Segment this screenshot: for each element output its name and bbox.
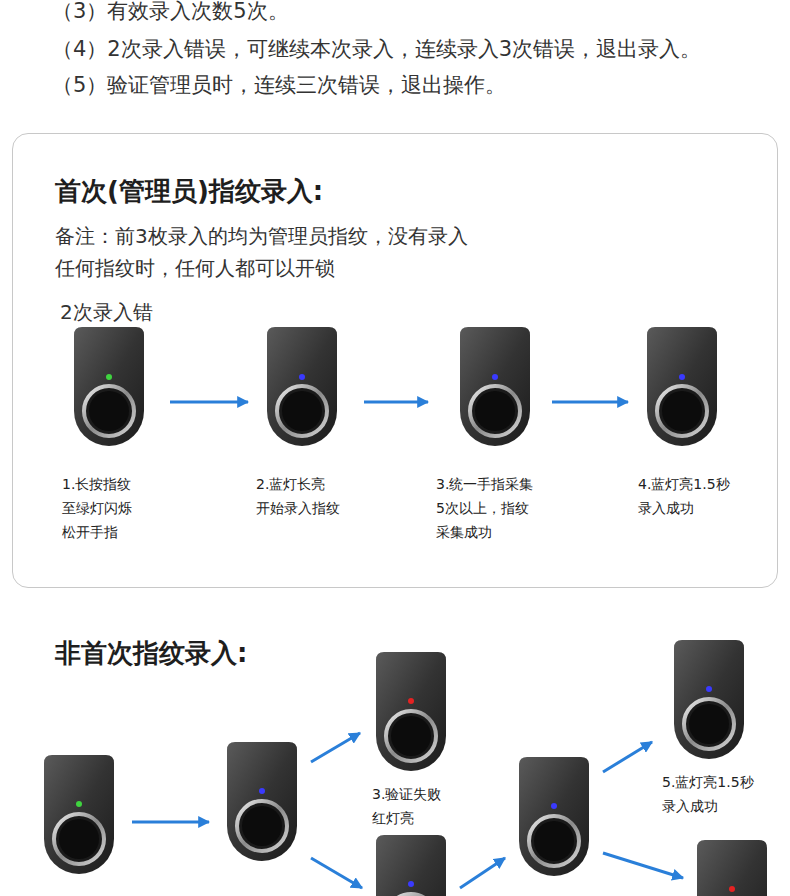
step-caption: 3.统一手指采集 5次以上，指纹 采集成功 bbox=[436, 472, 542, 544]
rule-text: （3）有效录入次数5次。 bbox=[52, 0, 289, 26]
note-label: 2次录入错 bbox=[60, 298, 153, 326]
step-node: 3.验证失败 红灯亮 bbox=[370, 652, 454, 834]
flow-arrow bbox=[552, 401, 628, 404]
step-caption: 3.验证失败 红灯亮 bbox=[372, 782, 462, 830]
flow-arrow bbox=[364, 401, 428, 404]
step-caption: 1.长按指纹 至绿灯闪烁 松开手指 bbox=[62, 472, 162, 544]
step-caption: 5.蓝灯亮1.5秒 录入成功 bbox=[662, 770, 778, 818]
flow-arrow bbox=[460, 858, 505, 888]
step-caption: 2.蓝灯长亮 开始录入指纹 bbox=[256, 472, 356, 520]
panel-box: 首次(管理员)指纹录入: 备注：前3枚录入的均为管理员指纹，没有录入 任何指纹时，… bbox=[12, 133, 778, 588]
step-caption: 4.蓝灯亮1.5秒 录入成功 bbox=[638, 472, 748, 520]
flow-arrow bbox=[311, 858, 362, 888]
flow-arrow bbox=[311, 733, 360, 762]
step-node bbox=[40, 755, 118, 896]
flow-arrow bbox=[170, 401, 248, 404]
flow-arrow bbox=[603, 742, 652, 772]
step-node: 3.统一手指采集 5次以上，指纹 采集成功 bbox=[436, 327, 542, 548]
rule-text: （5）验证管理员时，连续三次错误，退出操作。 bbox=[52, 70, 506, 100]
flow-arrow bbox=[603, 853, 683, 878]
device-group bbox=[44, 327, 767, 896]
rule-text: （4）2次录入错误，可继续本次录入，连续录入3次错误，退出录入。 bbox=[52, 34, 701, 64]
section-title: 非首次指纹录入: bbox=[55, 636, 247, 670]
panel-title: 首次(管理员)指纹录入: bbox=[55, 174, 323, 208]
step-node bbox=[223, 742, 301, 896]
step-node bbox=[515, 757, 593, 896]
flow-arrow bbox=[132, 821, 209, 824]
step-node: 2.蓝灯长亮 开始录入指纹 bbox=[256, 327, 356, 524]
step-node: 4.蓝灯亮1.5秒 录入成功 bbox=[638, 327, 748, 524]
step-node: 1.长按指纹 至绿灯闪烁 松开手指 bbox=[62, 327, 162, 548]
step-node: 5.蓝灯亮1.5秒 录入成功 bbox=[662, 640, 778, 822]
step-node bbox=[372, 835, 450, 896]
panel-note: 备注：前3枚录入的均为管理员指纹，没有录入 任何指纹时，任何人都可以开锁 bbox=[55, 220, 535, 284]
step-node bbox=[693, 840, 771, 896]
